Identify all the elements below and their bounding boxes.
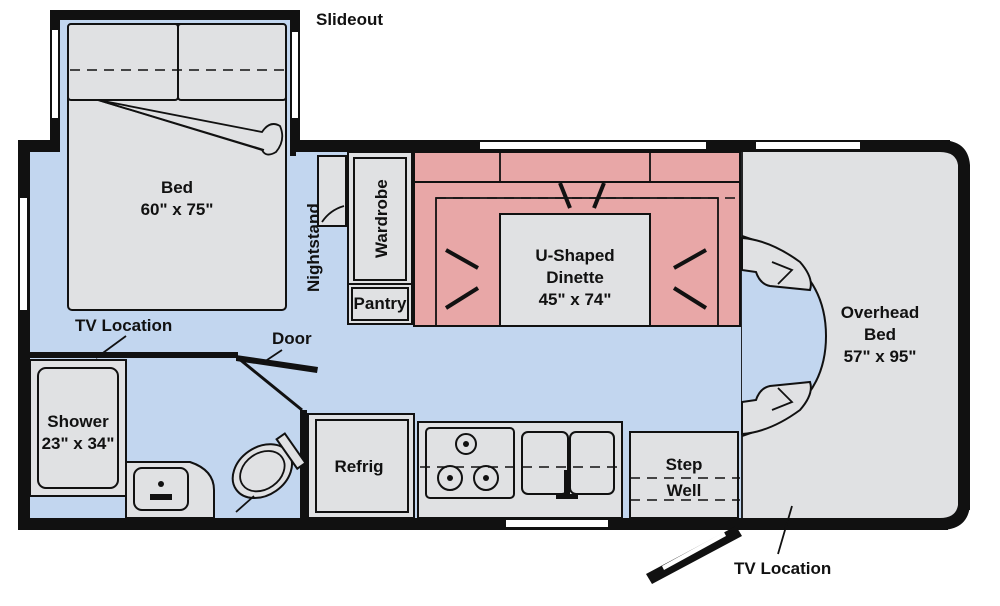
refrigerator-inner bbox=[315, 419, 409, 513]
wall-front-corner-bottom bbox=[940, 495, 970, 530]
overhead-bed: Overhead Bed 57" x 95" bbox=[741, 152, 919, 518]
kitchen: Refrig bbox=[307, 413, 623, 519]
burner-1-center bbox=[463, 441, 469, 447]
dinette-hinge-1 bbox=[558, 182, 572, 209]
bath-sink-faucet bbox=[150, 494, 172, 500]
tv-location-top: TV Location bbox=[75, 316, 172, 359]
tv-location-bottom-label: TV Location bbox=[734, 559, 831, 578]
walls bbox=[18, 10, 970, 530]
bed: Bed 60" x 75" bbox=[67, 23, 287, 311]
bed-pillow-right bbox=[177, 23, 287, 101]
dinette-hinge-5 bbox=[673, 248, 707, 270]
pantry-label: Pantry bbox=[354, 294, 407, 313]
dinette-label-2: Dinette bbox=[546, 268, 604, 287]
slideout-wall-top bbox=[50, 10, 300, 20]
tv-location-bottom-leader bbox=[777, 505, 793, 555]
slideout-window-left bbox=[52, 30, 58, 118]
door-leader bbox=[263, 349, 283, 363]
bathroom: Shower 23" x 34" bbox=[29, 359, 307, 519]
burner-3-center bbox=[483, 475, 489, 481]
toilet-seat bbox=[239, 450, 286, 493]
door-callout: Door bbox=[263, 329, 312, 363]
burner-2-center bbox=[447, 475, 453, 481]
toilet-leader bbox=[235, 495, 255, 513]
entry-door-panel bbox=[646, 526, 742, 584]
shower-pan bbox=[37, 367, 119, 489]
nightstand-label: Nightstand bbox=[304, 203, 323, 292]
dinette-label-1: U-Shaped bbox=[535, 246, 614, 265]
wardrobe-label: Wardrobe bbox=[372, 179, 391, 258]
dinette-hinge-2 bbox=[592, 182, 606, 209]
toilet-tank bbox=[275, 432, 307, 471]
overhead-label-2: Bed bbox=[864, 325, 896, 344]
overhead-size: 57" x 95" bbox=[844, 347, 917, 366]
tv-location-bottom: TV Location bbox=[734, 505, 831, 578]
kitchen-faucet-base bbox=[556, 494, 578, 499]
bath-sink-bowl bbox=[133, 467, 189, 511]
dinette-back-cushion bbox=[413, 151, 741, 183]
dinette: U-Shaped Dinette 45" x 74" bbox=[413, 151, 741, 327]
bed-sheet-fold bbox=[97, 99, 284, 156]
nightstand bbox=[317, 155, 347, 227]
tv-location-top-label: TV Location bbox=[75, 316, 172, 335]
nightstand-door-arc bbox=[321, 205, 345, 223]
slideout-label: Slideout bbox=[316, 10, 383, 29]
window-left bbox=[20, 198, 27, 310]
bed-label: Bed bbox=[161, 178, 193, 197]
overhead-label-1: Overhead bbox=[841, 303, 919, 322]
kitchen-sink-right bbox=[569, 431, 615, 495]
toilet bbox=[231, 432, 307, 500]
wall-divider-slide bbox=[290, 150, 296, 156]
dinette-hinge-4 bbox=[444, 286, 480, 310]
step-well: Step Well bbox=[629, 431, 740, 519]
pantry-inner bbox=[351, 287, 409, 321]
window-bottom bbox=[506, 520, 608, 527]
bath-door-swing bbox=[237, 356, 303, 412]
refrigerator-label: Refrig bbox=[334, 457, 383, 476]
bed-size: 60" x 75" bbox=[141, 200, 214, 219]
shower-label: Shower bbox=[47, 412, 109, 431]
wall-front-corner-top bbox=[940, 140, 970, 175]
bath-sink-drain bbox=[158, 481, 164, 487]
kitchen-faucet bbox=[564, 470, 570, 496]
window-top-2 bbox=[756, 142, 860, 149]
step-well-box bbox=[629, 431, 739, 519]
well-label: Well bbox=[667, 481, 702, 500]
dinette-table bbox=[499, 213, 651, 327]
entry-door-window bbox=[662, 532, 726, 570]
wall-bottom bbox=[18, 518, 948, 530]
bath-wall-top bbox=[30, 352, 238, 358]
cab-seat-bottom-line bbox=[771, 387, 794, 411]
storage: Nightstand Wardrobe Pantry bbox=[304, 151, 413, 325]
dinette-hinge-6 bbox=[672, 286, 708, 310]
wardrobe-inner bbox=[353, 157, 407, 281]
dinette-size: 45" x 74" bbox=[539, 290, 612, 309]
tv-location-top-leader bbox=[95, 335, 127, 359]
bed-sheet-line bbox=[97, 99, 265, 151]
wall-right bbox=[958, 170, 970, 510]
shower-size: 23" x 34" bbox=[42, 434, 115, 453]
slideout-window-right bbox=[292, 32, 298, 118]
bath-door bbox=[236, 355, 318, 373]
cab-seat-top-line bbox=[771, 261, 794, 285]
entry-door bbox=[646, 526, 742, 584]
door-label: Door bbox=[272, 329, 312, 348]
kitchen-sink-left bbox=[521, 431, 569, 495]
window-top-1 bbox=[480, 142, 706, 149]
step-label: Step bbox=[666, 455, 703, 474]
bed-pillow-left bbox=[67, 23, 179, 101]
dinette-hinge-3 bbox=[445, 248, 479, 270]
